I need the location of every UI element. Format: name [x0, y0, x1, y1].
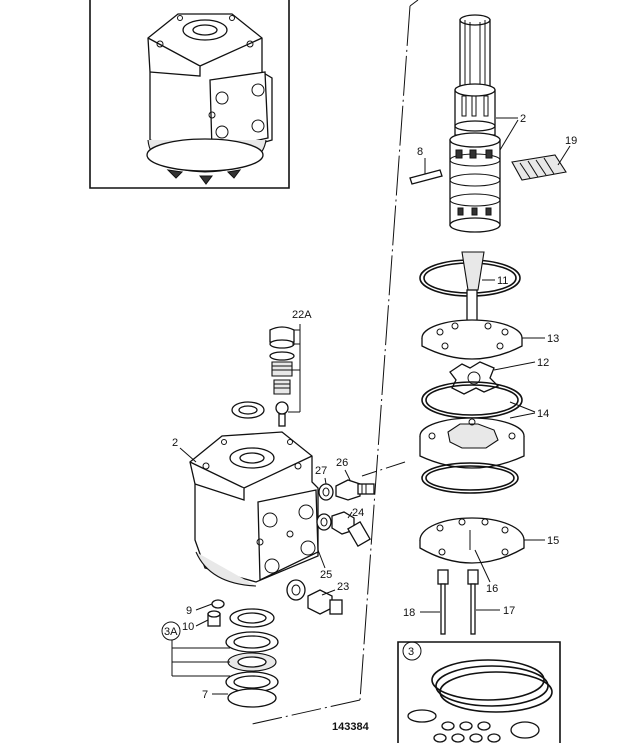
label-7: 7 — [202, 689, 208, 701]
guide-lines — [251, 0, 419, 725]
label-16: 16 — [486, 583, 498, 595]
drawing-number: 143384 — [332, 721, 370, 733]
label-15: 15 — [547, 535, 559, 547]
port-fittings — [286, 469, 375, 615]
label-19: 19 — [565, 135, 577, 147]
label-10: 10 — [182, 621, 194, 633]
label-23: 23 — [337, 581, 349, 593]
steering-unit-body — [179, 431, 319, 587]
part-labels: 2 19 8 11 13 12 14 22A 2 26 27 24 25 23 … — [161, 113, 577, 733]
label-25: 25 — [320, 569, 332, 581]
label-3: 3 — [408, 646, 414, 658]
label-13: 13 — [547, 333, 559, 345]
label-22a: 22A — [292, 309, 312, 321]
gear-set-assembly — [419, 251, 545, 635]
label-2-top: 2 — [520, 113, 526, 125]
spool-sleeve-assembly — [409, 14, 571, 233]
label-12: 12 — [537, 357, 549, 369]
label-8: 8 — [417, 146, 423, 158]
label-18: 18 — [403, 607, 415, 619]
seal-kit-box — [397, 641, 561, 743]
label-9: 9 — [186, 605, 192, 617]
inset-assembled-unit — [89, 0, 290, 189]
relief-valve-parts — [231, 324, 301, 427]
label-11: 11 — [497, 275, 508, 287]
label-3a: 3A — [164, 626, 178, 638]
label-2-body: 2 — [172, 437, 178, 449]
label-26: 26 — [336, 457, 348, 469]
label-14: 14 — [537, 408, 549, 420]
label-24: 24 — [352, 507, 364, 519]
label-27: 27 — [315, 465, 327, 477]
seal-parts — [171, 599, 279, 708]
label-17: 17 — [503, 605, 515, 617]
